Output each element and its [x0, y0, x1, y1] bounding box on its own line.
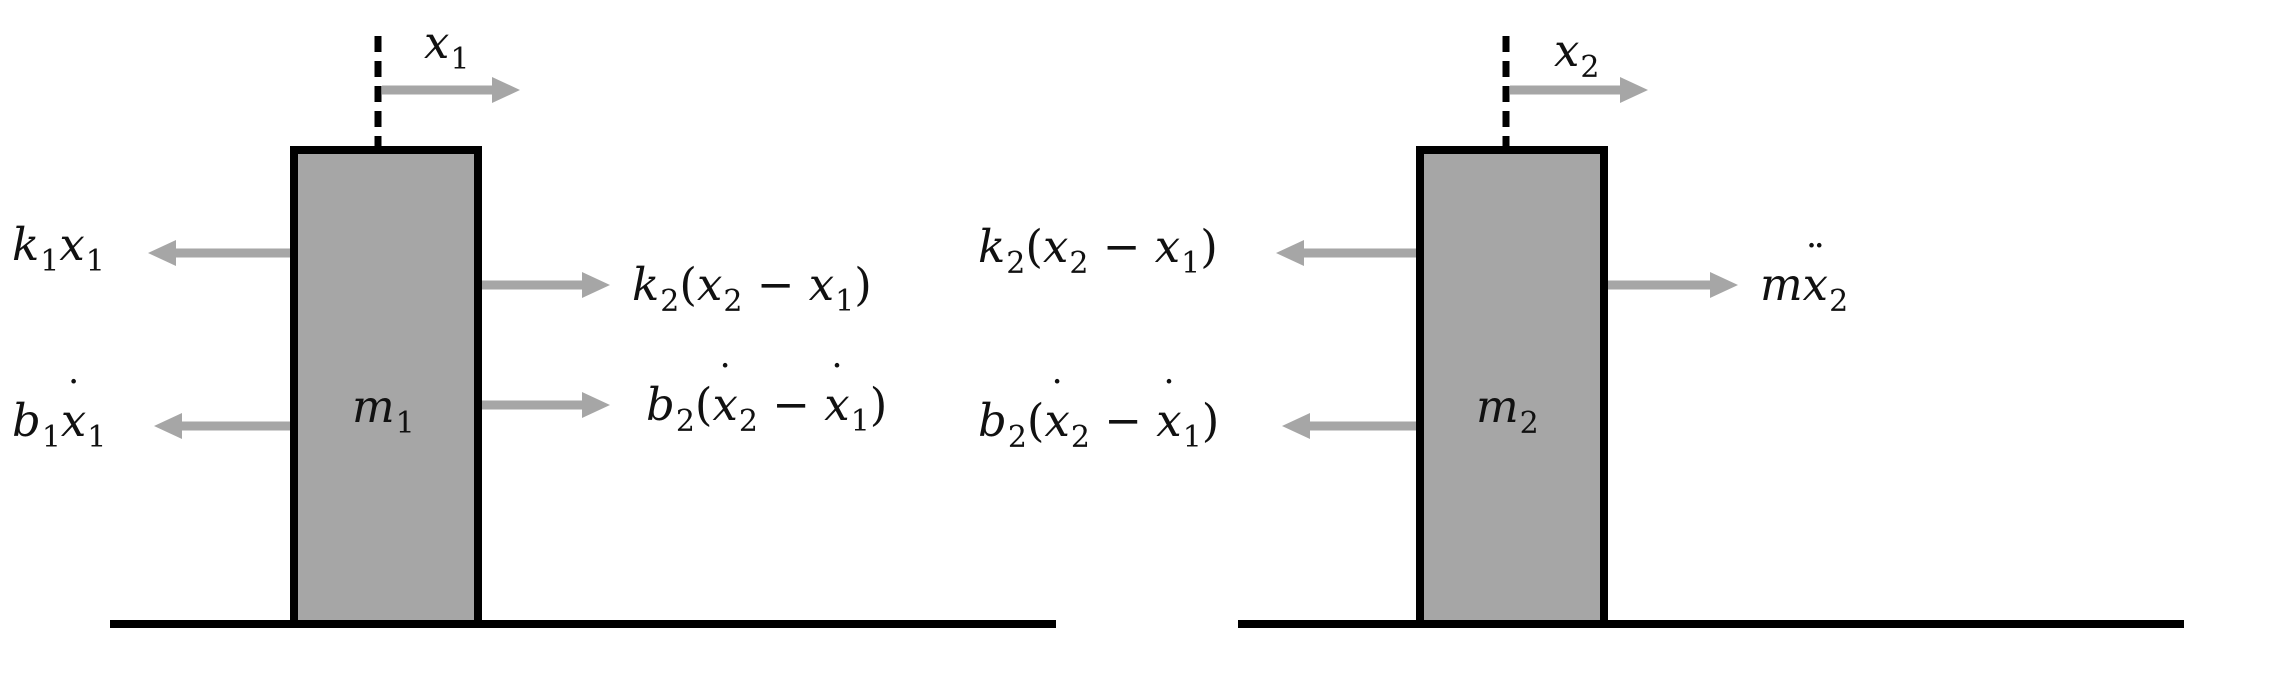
label-damper-force-right-m1: b2(x2 − x1)	[646, 360, 887, 437]
arrowhead-spring-left-m1	[148, 240, 176, 266]
label-mass-m1: m1	[352, 380, 415, 441]
arrowhead-damper-right-m1	[582, 392, 610, 418]
arrowhead-spring-left-m2	[1276, 240, 1304, 266]
label-position-x2: x2	[1554, 24, 1600, 85]
label-spring-force-left-m2: k2(x2 − x1)	[978, 220, 1218, 281]
mass-block-m1	[290, 146, 482, 628]
left-diagram	[110, 36, 1056, 628]
mass-block-m2	[1416, 146, 1608, 628]
arrowhead-position-x1	[492, 77, 520, 103]
label-damper-force-left-m2: b2(x2 − x1)	[978, 376, 1219, 453]
label-mass-m2: m2	[1476, 380, 1539, 441]
arrowhead-spring-right-m1	[582, 272, 610, 298]
label-inertia-force-m2: mx2	[1760, 240, 1848, 317]
label-spring-force-left-m1: k1x1	[12, 218, 105, 279]
label-damper-force-left-m1: b1x1	[12, 376, 106, 453]
arrowhead-inertia-m2	[1710, 272, 1738, 298]
right-diagram	[1238, 36, 2184, 628]
label-position-x1: x1	[424, 16, 470, 77]
label-spring-force-right-m1: k2(x2 − x1)	[632, 258, 872, 319]
arrowhead-position-x2	[1620, 77, 1648, 103]
arrowhead-damper-left-m2	[1282, 413, 1310, 439]
arrowhead-damper-left-m1	[154, 413, 182, 439]
